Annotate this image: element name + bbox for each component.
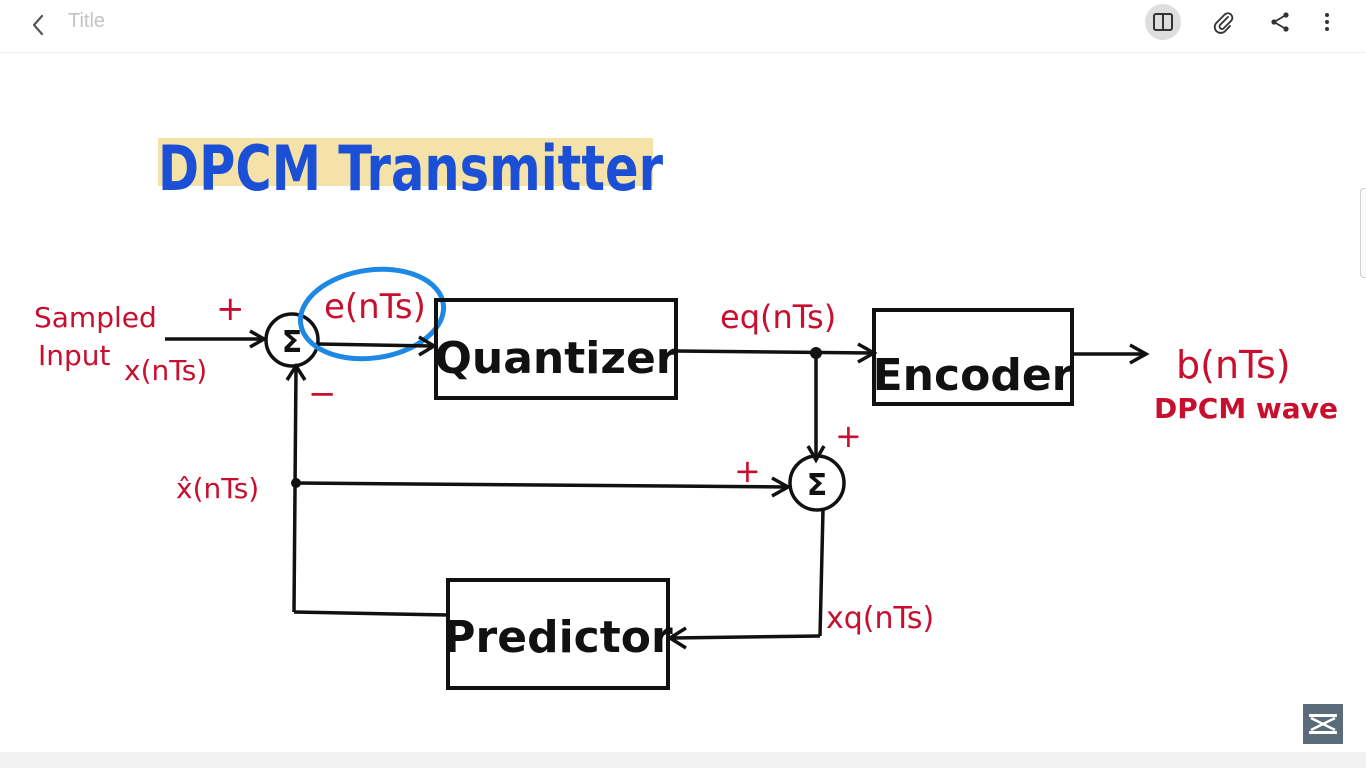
bottom-bar [0,752,1366,768]
share-icon [1271,12,1289,32]
quantizer-block [434,298,678,400]
back-button[interactable] [22,8,54,40]
label-input: Input [38,339,111,372]
label-minus: − [308,374,337,414]
predictor-block [446,578,670,690]
label-eq-nts: eq(nTs) [720,298,836,336]
back-icon [32,14,44,36]
sum-symbol-2: Σ [807,468,828,503]
quantized-line [675,349,873,355]
encoder-block [872,308,1074,406]
output-arrowhead [1129,343,1150,365]
dpcm-diagram: DPCM Transmitter Σ Quantizer Encoder Σ [34,132,1338,690]
page-title[interactable]: Title [68,10,106,32]
quantizer-label: Quantizer [434,333,677,384]
xq-horizontal-line [671,634,821,640]
feedback-vertical-line [292,367,298,613]
xq-arrowhead [666,626,687,650]
summing-junction-2 [788,454,846,512]
highlight-circle [297,266,447,362]
prediction-line [295,481,787,489]
top-toolbar: Title [0,0,1366,53]
input-arrowhead [249,329,268,349]
note-canvas[interactable]: DPCM Transmitter Σ Quantizer Encoder Σ [0,53,1366,752]
label-plus-2: + [734,452,761,490]
label-x-nts: x(nTs) [124,354,207,387]
share-button[interactable] [1262,4,1298,40]
xq-vertical-line [818,509,825,637]
label-xhat-nts: x̂(nTs) [176,472,259,505]
encoder-label: Encoder [873,350,1074,401]
error-line [317,342,433,348]
summing-junction-1 [264,312,320,368]
sum-symbol-1: Σ [282,325,303,360]
more-icon [1325,13,1329,31]
reading-mode-button[interactable] [1145,4,1181,40]
predictor-label: Predictor [443,612,673,663]
channel-logo [1303,704,1343,744]
logo-icon [1309,714,1337,734]
branch-down-arrowhead [806,445,826,464]
more-options-button[interactable] [1309,4,1345,40]
label-e-nts: e(nTs) [324,287,426,327]
scroll-handle[interactable] [1360,188,1366,278]
heading-highlight [158,138,653,186]
label-plus-1: + [216,289,245,329]
feedback-arrowhead [285,362,307,381]
label-xq-nts: xq(nTs) [826,601,934,636]
label-plus-3: + [835,417,862,455]
label-sampled: Sampled [34,301,157,334]
label-dpcm-wave: DPCM wave [1154,392,1338,425]
attach-icon [1213,12,1234,34]
prediction-arrowhead [771,476,792,498]
attach-button[interactable] [1205,4,1241,40]
label-b-nts: b(nTs) [1176,343,1291,387]
reading-mode-icon [1153,13,1173,31]
diagram-heading: DPCM Transmitter [158,132,663,205]
predictor-output-line [293,610,449,617]
